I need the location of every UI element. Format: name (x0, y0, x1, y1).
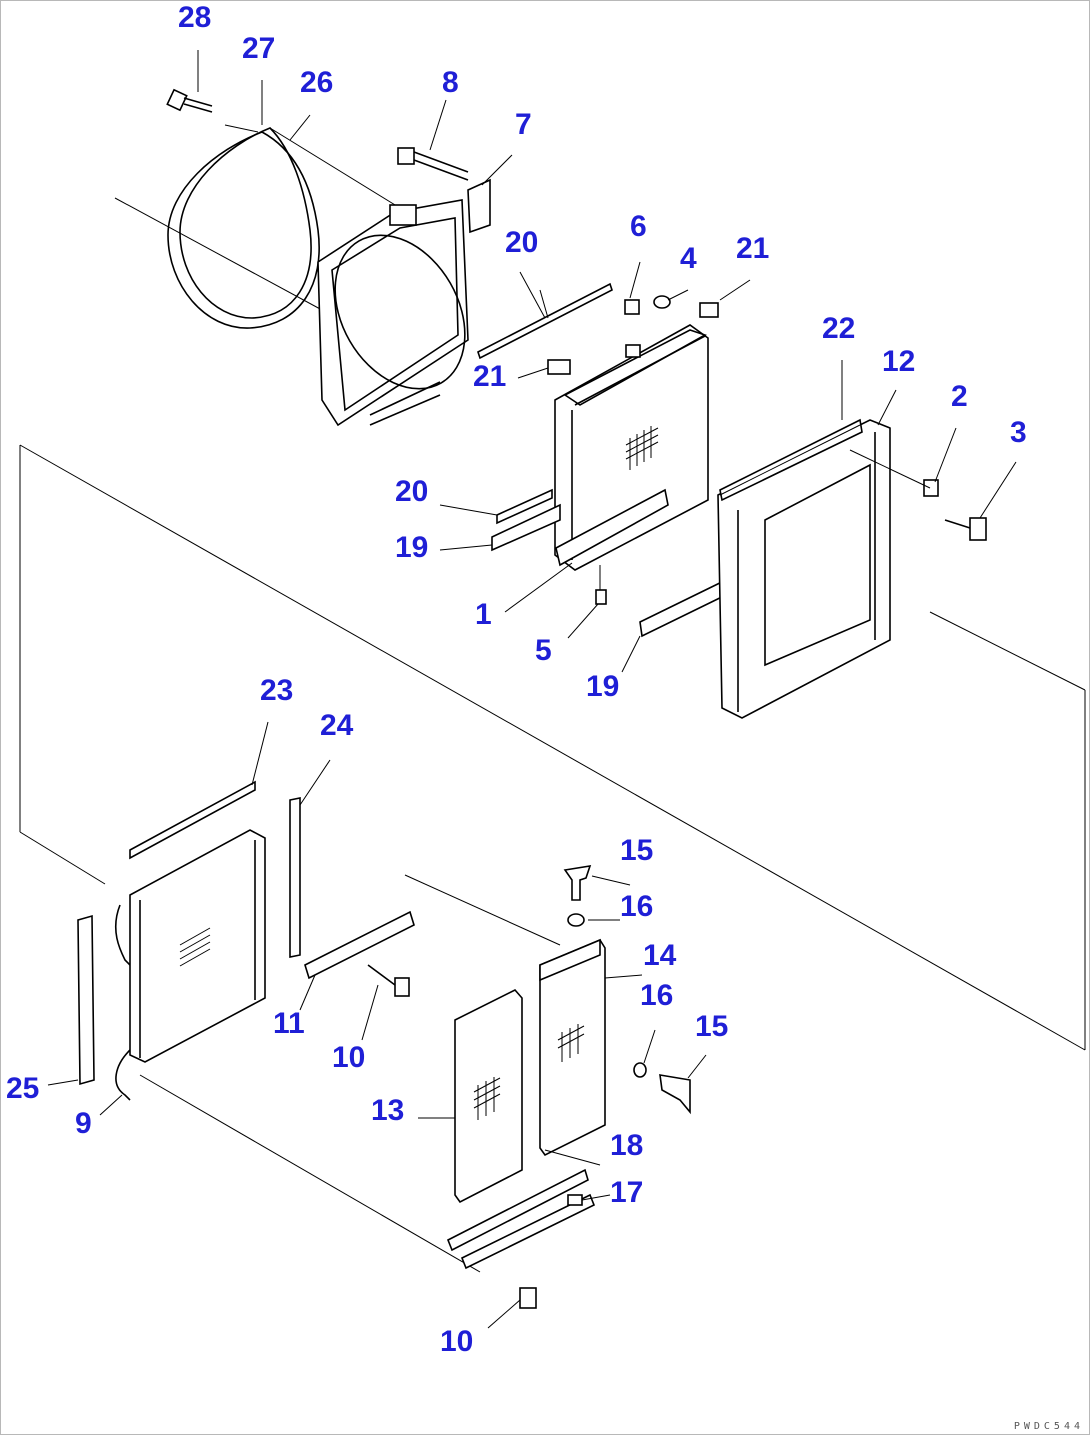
callout-27: 27 (242, 32, 276, 65)
bracket-11-and-bolt-10 (304, 910, 415, 997)
callout-23: 23 (260, 674, 294, 707)
callout-15-top: 15 (620, 834, 654, 867)
callout-12: 12 (882, 345, 916, 378)
callout-19-lower: 19 (586, 670, 620, 703)
callout-21-right: 21 (736, 232, 770, 265)
bolt-28 (166, 88, 213, 113)
callout-21-left: 21 (473, 360, 507, 393)
radiator-core (554, 295, 709, 605)
drawing-code: PWDC544 (1013, 1421, 1084, 1432)
callout-17: 17 (610, 1176, 644, 1209)
radiator-frame (717, 418, 987, 719)
callout-19-left: 19 (395, 531, 429, 564)
bracket-7-and-bolt-8 (397, 147, 491, 234)
callout-25: 25 (6, 1072, 40, 1105)
fan-shroud (317, 199, 469, 427)
oil-cooler (115, 829, 481, 1273)
cover-13 (454, 989, 523, 1204)
callout-7: 7 (515, 108, 532, 141)
callout-8: 8 (442, 66, 459, 99)
cover-14 (539, 938, 606, 1157)
callout-2: 2 (951, 380, 968, 413)
leader-lines (47, 50, 1017, 1329)
callout-18: 18 (610, 1129, 644, 1162)
callout-10-lower: 10 (440, 1325, 474, 1358)
fasteners-15-16 (563, 865, 691, 1115)
callout-26: 26 (300, 66, 334, 99)
callout-6: 6 (630, 210, 647, 243)
callout-4: 4 (680, 242, 697, 275)
callout-24: 24 (320, 709, 354, 742)
callout-16-bottom: 16 (640, 979, 674, 1012)
callout-15-bottom: 15 (695, 1010, 729, 1043)
strips-23-24-25 (77, 780, 301, 1086)
callout-1: 1 (475, 598, 492, 631)
shroud-ring-band (114, 124, 401, 329)
callout-28: 28 (178, 1, 212, 34)
callout-22: 22 (822, 312, 856, 345)
callout-16-top: 16 (620, 890, 654, 923)
callout-14: 14 (643, 939, 677, 972)
seal-strip-20-upper (477, 282, 613, 360)
callout-9: 9 (75, 1107, 92, 1140)
mounting-plane-outline (19, 444, 1086, 1051)
callout-3: 3 (1010, 416, 1027, 449)
callout-10-upper: 10 (332, 1041, 366, 1074)
callout-11: 11 (273, 1007, 305, 1040)
bottom-rail-17-18 (446, 1168, 596, 1309)
callout-13: 13 (371, 1094, 405, 1127)
callout-5: 5 (535, 634, 552, 667)
clip-pads-21 (547, 302, 719, 375)
callout-20-lower: 20 (395, 475, 429, 508)
callout-20-upper: 20 (505, 226, 539, 259)
